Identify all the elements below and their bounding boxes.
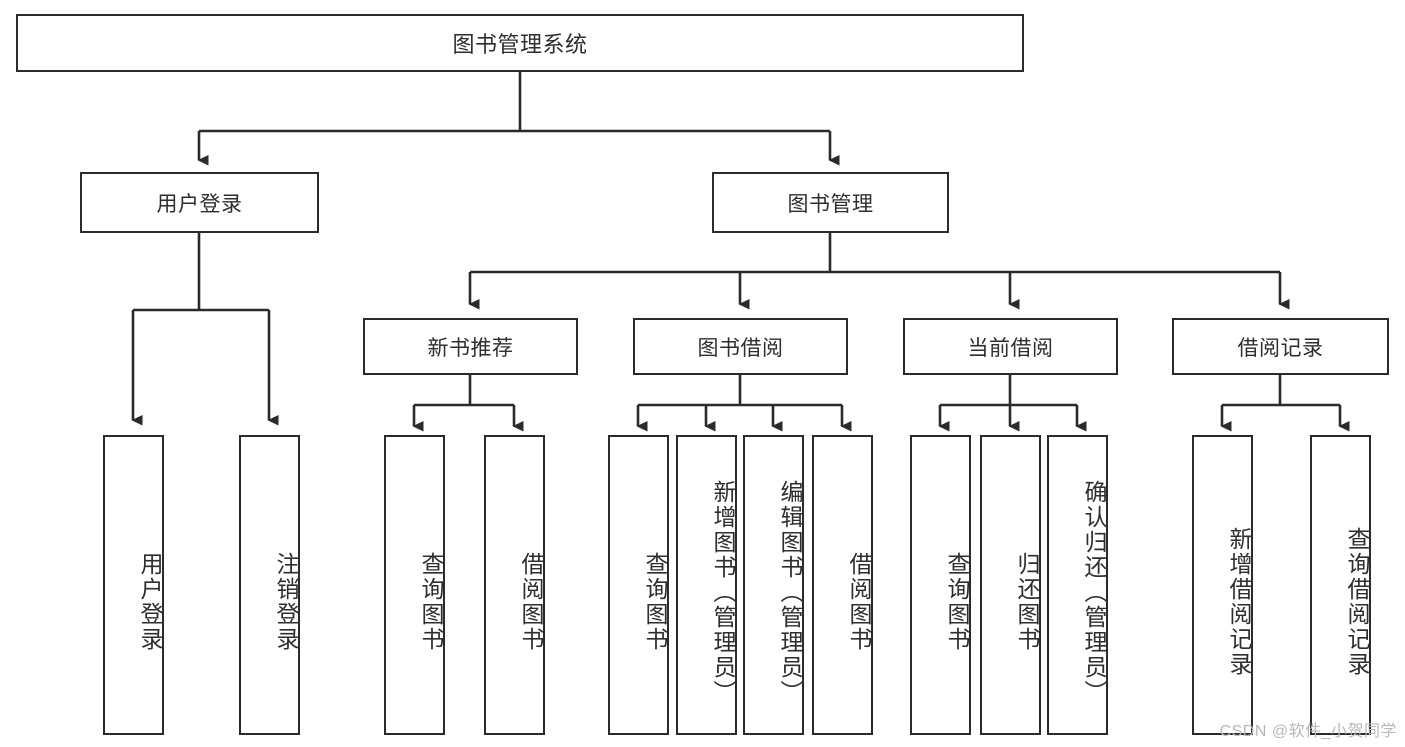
node-user-login[interactable]: 用户登录 xyxy=(80,172,319,233)
node-label: 确认归还（管理员） xyxy=(1081,479,1107,705)
node-label: 图书管理 xyxy=(787,192,874,216)
node-label: 用户登录 xyxy=(156,192,243,216)
leaf-user-login-login[interactable]: 用户登录 xyxy=(103,435,164,735)
leaf-book-borrow-borrow[interactable]: 借阅图书 xyxy=(812,435,873,735)
leaf-book-borrow-edit[interactable]: 编辑图书（管理员） xyxy=(743,435,804,735)
leaf-new-book-query[interactable]: 查询图书 xyxy=(384,435,445,735)
leaf-current-borrow-return[interactable]: 归还图书 xyxy=(980,435,1041,735)
leaf-new-book-borrow[interactable]: 借阅图书 xyxy=(484,435,545,735)
leaf-book-borrow-query[interactable]: 查询图书 xyxy=(608,435,669,735)
node-label: 借阅图书 xyxy=(518,552,544,652)
node-label: 新增借阅记录 xyxy=(1226,527,1252,677)
node-label: 注销登录 xyxy=(273,552,299,652)
node-label: 查询图书 xyxy=(944,552,970,652)
node-label: 图书借阅 xyxy=(697,336,784,360)
node-label: 查询图书 xyxy=(642,552,668,652)
node-label: 编辑图书（管理员） xyxy=(777,479,803,705)
leaf-borrow-record-query[interactable]: 查询借阅记录 xyxy=(1310,435,1371,735)
node-label: 新增图书（管理员） xyxy=(710,479,736,705)
node-root-system[interactable]: 图书管理系统 xyxy=(16,14,1024,72)
node-label: 查询图书 xyxy=(418,552,444,652)
node-label: 查询借阅记录 xyxy=(1344,527,1370,677)
node-current-borrow[interactable]: 当前借阅 xyxy=(903,318,1118,375)
node-book-borrow[interactable]: 图书借阅 xyxy=(633,318,848,375)
node-label: 用户登录 xyxy=(137,552,163,652)
node-label: 新书推荐 xyxy=(427,336,514,360)
leaf-borrow-record-add[interactable]: 新增借阅记录 xyxy=(1192,435,1253,735)
node-book-management[interactable]: 图书管理 xyxy=(712,172,949,233)
leaf-current-borrow-confirm-return[interactable]: 确认归还（管理员） xyxy=(1047,435,1108,735)
node-new-book-recommend[interactable]: 新书推荐 xyxy=(363,318,578,375)
node-label: 图书管理系统 xyxy=(452,32,588,57)
node-borrow-record[interactable]: 借阅记录 xyxy=(1172,318,1389,375)
csdn-watermark: CSDN @软件_小贺同学 xyxy=(1219,723,1397,740)
leaf-user-login-logout[interactable]: 注销登录 xyxy=(239,435,300,735)
leaf-book-borrow-add[interactable]: 新增图书（管理员） xyxy=(676,435,737,735)
node-label: 当前借阅 xyxy=(967,336,1054,360)
node-label: 借阅图书 xyxy=(846,552,872,652)
leaf-current-borrow-query[interactable]: 查询图书 xyxy=(910,435,971,735)
node-label: 借阅记录 xyxy=(1237,336,1324,360)
node-label: 归还图书 xyxy=(1014,552,1040,652)
